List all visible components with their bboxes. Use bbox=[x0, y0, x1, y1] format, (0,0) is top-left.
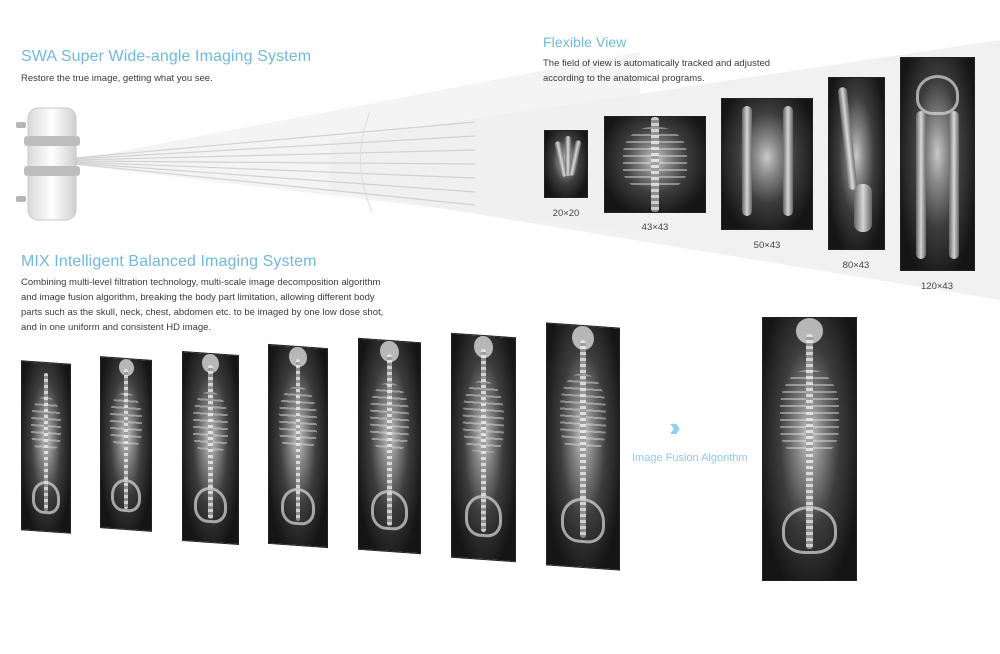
mix-description: Combining multi-level filtration technol… bbox=[21, 277, 384, 333]
spine-xray-frame bbox=[21, 360, 71, 534]
xray-hand-image bbox=[544, 130, 588, 198]
spine-xray-frame bbox=[268, 343, 328, 549]
swa-subtitle: Restore the true image, getting what you… bbox=[21, 73, 213, 84]
spine-xray-frame bbox=[182, 351, 239, 545]
mix-title: MIX Intelligent Balanced Imaging System bbox=[21, 253, 317, 270]
spine-xray-frame bbox=[451, 332, 516, 563]
size-caption: 43×43 bbox=[641, 222, 669, 233]
xray-legs-image bbox=[721, 98, 813, 230]
spine-xray-frame bbox=[358, 337, 421, 555]
size-caption: 80×43 bbox=[842, 260, 870, 271]
size-caption: 20×20 bbox=[552, 208, 580, 219]
spine-xray-frame bbox=[100, 356, 152, 532]
xray-chest-image bbox=[604, 116, 706, 213]
fusion-label: Image Fusion Algorithm bbox=[632, 452, 748, 464]
spine-xray-frame bbox=[546, 322, 620, 571]
xray-tube-icon bbox=[16, 107, 80, 221]
xray-full-legs-image bbox=[900, 57, 975, 271]
fused-spine-xray-image bbox=[762, 317, 857, 581]
flexible-view-title: Flexible View bbox=[543, 34, 627, 50]
xray-arm-image bbox=[828, 77, 885, 250]
flexible-view-description: The field of view is automatically track… bbox=[543, 58, 771, 84]
size-caption: 50×43 bbox=[753, 240, 781, 251]
swa-title: SWA Super Wide-angle Imaging System bbox=[21, 48, 312, 65]
size-caption: 120×43 bbox=[921, 281, 953, 292]
